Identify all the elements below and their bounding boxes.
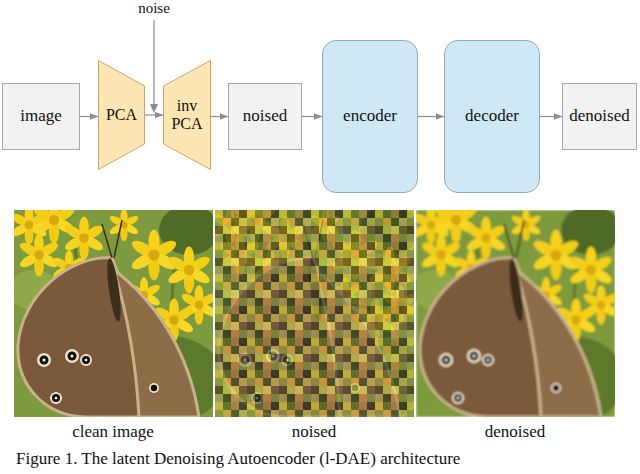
input-box: image bbox=[2, 83, 80, 150]
encoder-block: encoder bbox=[322, 40, 418, 193]
node-label: image bbox=[20, 107, 62, 126]
image-caption-label: noised bbox=[292, 422, 336, 442]
noised-photo bbox=[215, 210, 414, 417]
node-label: denoised bbox=[569, 107, 629, 126]
trapezoid-shape bbox=[164, 61, 211, 170]
flow-arrow bbox=[80, 116, 98, 117]
flow-arrow bbox=[145, 114, 163, 115]
flow-arrow bbox=[302, 116, 322, 117]
denoised-photo bbox=[416, 210, 615, 417]
noise-arrowhead bbox=[150, 104, 158, 113]
flow-arrow bbox=[211, 116, 228, 117]
noised-box: noised bbox=[228, 83, 302, 150]
image-caption-label: denoised bbox=[485, 422, 545, 442]
flow-arrow bbox=[418, 116, 444, 117]
input-label: noise bbox=[138, 0, 170, 17]
flow-arrow bbox=[540, 116, 562, 117]
trapezoid-shape bbox=[99, 61, 145, 170]
figure-caption: Figure 1. The latent Denoising Autoencod… bbox=[16, 449, 460, 469]
inverse-pca-block: inv PCA bbox=[163, 60, 211, 170]
image-caption-label: clean image bbox=[72, 422, 154, 442]
node-label: decoder bbox=[465, 107, 519, 126]
clean-photo bbox=[14, 210, 213, 417]
decoder-block: decoder bbox=[444, 40, 540, 193]
node-label: noised bbox=[243, 107, 287, 126]
node-label: inv PCA bbox=[171, 97, 203, 132]
noise-arrow bbox=[153, 20, 154, 106]
node-label: encoder bbox=[343, 107, 397, 126]
pca-block: PCA bbox=[98, 60, 145, 170]
node-label: PCA bbox=[100, 106, 144, 124]
output-box: denoised bbox=[562, 83, 637, 150]
